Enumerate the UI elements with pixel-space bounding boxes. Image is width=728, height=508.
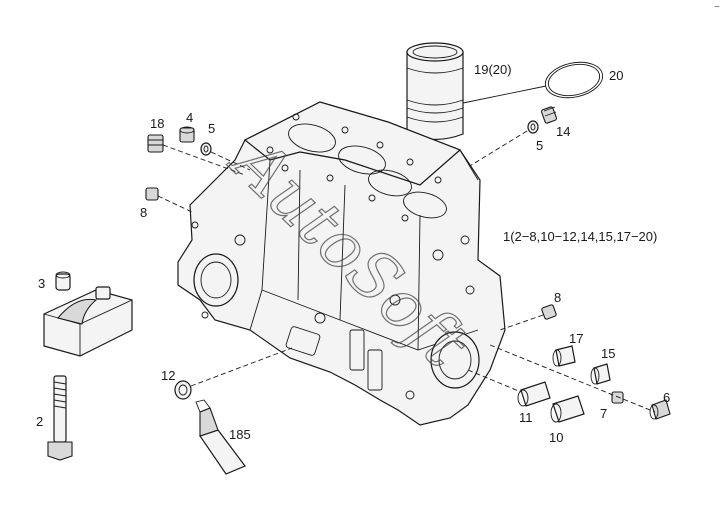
- callout-ring-top: 20: [609, 68, 623, 83]
- callout-plug-top-right: 14: [556, 124, 570, 139]
- leader-plug-8-left: [157, 195, 193, 213]
- plug-8-left[interactable]: [145, 187, 159, 201]
- callout-sealant-185: 185: [229, 427, 251, 442]
- plug-14[interactable]: [540, 106, 558, 124]
- bush-15[interactable]: [590, 363, 611, 385]
- washer-5-top-right[interactable]: [527, 120, 539, 134]
- bush-17[interactable]: [552, 345, 576, 367]
- corner-mark: ~: [714, 2, 720, 13]
- callout-liner: 19(20): [474, 62, 512, 77]
- dowel-3[interactable]: [55, 271, 71, 291]
- plug-6[interactable]: [649, 399, 671, 420]
- main-bolt[interactable]: [47, 375, 73, 461]
- leader-right-bushes: [489, 344, 656, 413]
- seal-12[interactable]: [174, 380, 192, 400]
- sealant-tube[interactable]: [195, 399, 246, 475]
- leader-seal-12: [190, 347, 293, 387]
- plug-18[interactable]: [147, 134, 164, 153]
- callout-plug-6: 6: [663, 390, 670, 405]
- bush-10[interactable]: [550, 395, 585, 423]
- cylinder-block[interactable]: [177, 101, 506, 426]
- plug-8-right[interactable]: [541, 304, 557, 320]
- leader-plug-8-right: [499, 314, 544, 331]
- cylinder-liner[interactable]: [406, 42, 464, 141]
- callout-plug-8-left: 8: [140, 205, 147, 220]
- callout-bush-15: 15: [601, 346, 615, 361]
- callout-plug-7: 7: [600, 406, 607, 421]
- leader-bush-11: [467, 369, 522, 393]
- plug-4[interactable]: [179, 126, 195, 143]
- callout-bush-17: 17: [569, 331, 583, 346]
- callout-assembly: 1(2−8,10−12,14,15,17−20): [503, 229, 657, 244]
- callout-cap-3: 3: [38, 276, 45, 291]
- bearing-cap[interactable]: [43, 286, 133, 357]
- callout-washer-5: 5: [208, 121, 215, 136]
- washer-5[interactable]: [200, 142, 212, 156]
- leader-washer-5: [210, 151, 251, 171]
- callout-seal-12: 12: [161, 368, 175, 383]
- callout-washer-top-right: 5: [536, 138, 543, 153]
- callout-bush-11: 11: [519, 410, 533, 425]
- callout-plug-18: 18: [150, 116, 164, 131]
- callout-bolt-2: 2: [36, 414, 43, 429]
- plug-7[interactable]: [611, 391, 624, 404]
- callout-plug-8-right: 8: [554, 290, 561, 305]
- leader-top-right: [454, 130, 528, 176]
- o-ring-20[interactable]: [542, 57, 606, 102]
- liner-to-ring-leader: [462, 85, 547, 104]
- leader-plug-18: [162, 144, 246, 176]
- bush-11[interactable]: [517, 381, 551, 407]
- callout-bush-10: 10: [549, 430, 563, 445]
- callout-plug-4: 4: [186, 110, 193, 125]
